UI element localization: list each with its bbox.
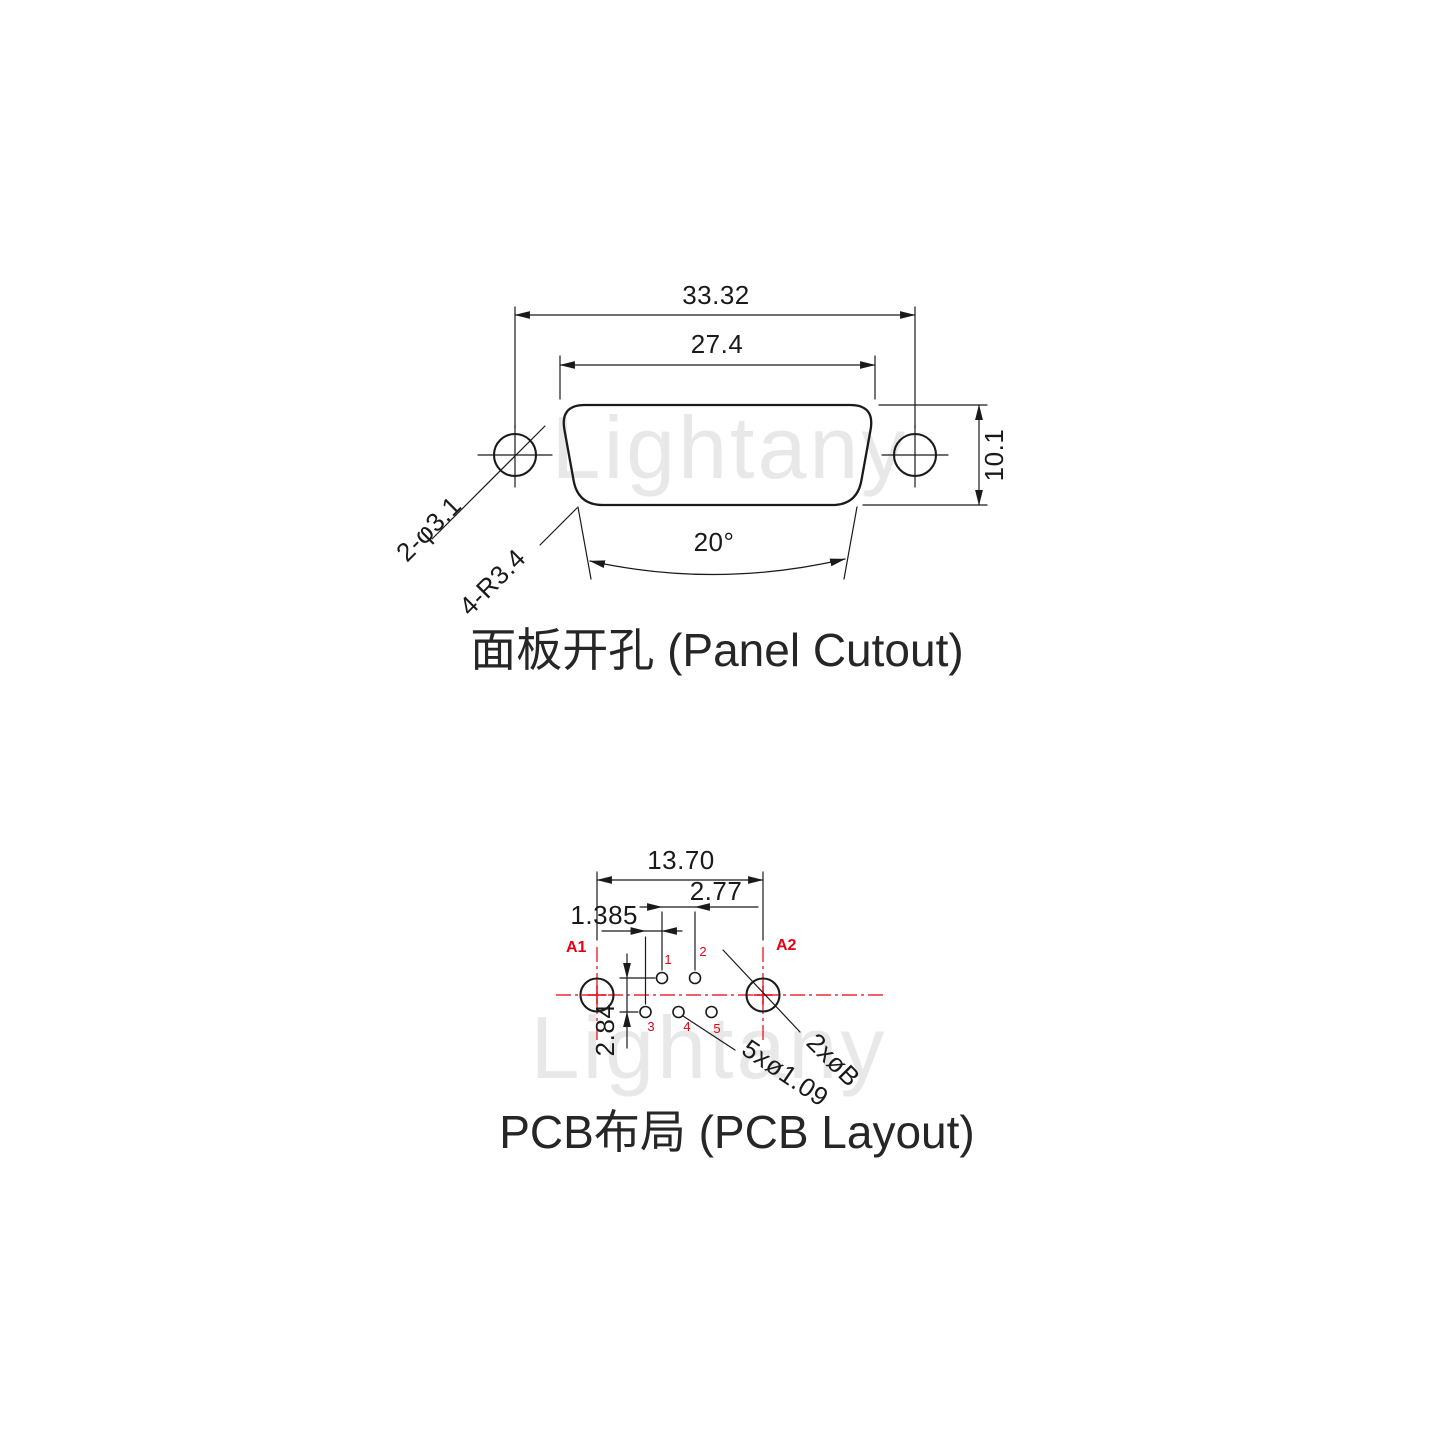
pin-label-5: 5	[713, 1021, 720, 1036]
dimension-cutout-height: 10.1	[862, 404, 1009, 506]
panel-cutout-outline	[562, 403, 873, 507]
pin-label-3: 3	[647, 1019, 654, 1034]
pin-label-4: 4	[683, 1019, 690, 1034]
leader-line	[682, 1015, 736, 1051]
dimension-text-cutout-width: 27.4	[691, 329, 744, 359]
callout-text-mount-holes: 2-φ3.1	[390, 490, 467, 567]
signal-pin-holes: 1 2 3 4 5	[639, 944, 721, 1036]
leader-line	[539, 507, 578, 546]
dimension-text-row-offset: 1.385	[570, 900, 638, 930]
pin-hole-5	[705, 1005, 718, 1019]
dimension-text-cutout-height: 10.1	[979, 429, 1009, 482]
power-hole-a2: A2	[745, 937, 797, 1013]
dimension-text-angle: 20°	[694, 527, 735, 557]
callout-corner-radius: 4-R3.4	[453, 507, 578, 622]
extension-line	[843, 506, 858, 580]
leader-line	[431, 425, 546, 540]
dimension-cutout-width: 27.4	[559, 329, 876, 400]
power-hole-a1-circle	[579, 977, 615, 1013]
callout-mount-holes: 2-φ3.1	[390, 425, 546, 567]
pin-hole-3	[639, 1005, 652, 1019]
panel-cutout-title: 面板开孔 (Panel Cutout)	[470, 624, 963, 676]
label-a2: A2	[776, 937, 797, 954]
pin-hole-4	[672, 1005, 685, 1019]
dimension-text-row-pitch: 2.84	[590, 1004, 620, 1057]
extension-line	[577, 506, 592, 580]
dimension-pin-pitch: 2.77	[639, 876, 759, 971]
pin-hole-2	[688, 971, 702, 985]
pin-hole-1	[655, 971, 669, 985]
callout-text-corner-radius: 4-R3.4	[453, 543, 532, 622]
power-hole-a2-circle	[745, 977, 781, 1013]
label-a1: A1	[566, 939, 587, 956]
dimension-text-pin-pitch: 2.77	[690, 876, 743, 906]
pin-label-1: 1	[664, 952, 671, 967]
dimension-text-mount-span: 33.32	[682, 280, 750, 310]
power-hole-a1: A1	[566, 939, 615, 1013]
dimension-row-offset: 1.385	[570, 900, 683, 1005]
dimension-side-angle: 20°	[577, 506, 858, 580]
dimension-power-span: 13.70	[596, 845, 764, 941]
watermark-text-top: Lightany	[552, 398, 909, 497]
dimension-mount-span: 33.32	[514, 280, 916, 429]
leader-line	[722, 949, 801, 1033]
pin-label-2: 2	[699, 944, 706, 959]
pcb-layout-title: PCB布局 (PCB Layout)	[499, 1106, 974, 1158]
dimension-text-power-span: 13.70	[647, 845, 715, 875]
angle-arc	[589, 558, 846, 576]
mount-hole-right	[881, 424, 949, 488]
dimension-row-pitch: 2.84	[590, 953, 656, 1057]
